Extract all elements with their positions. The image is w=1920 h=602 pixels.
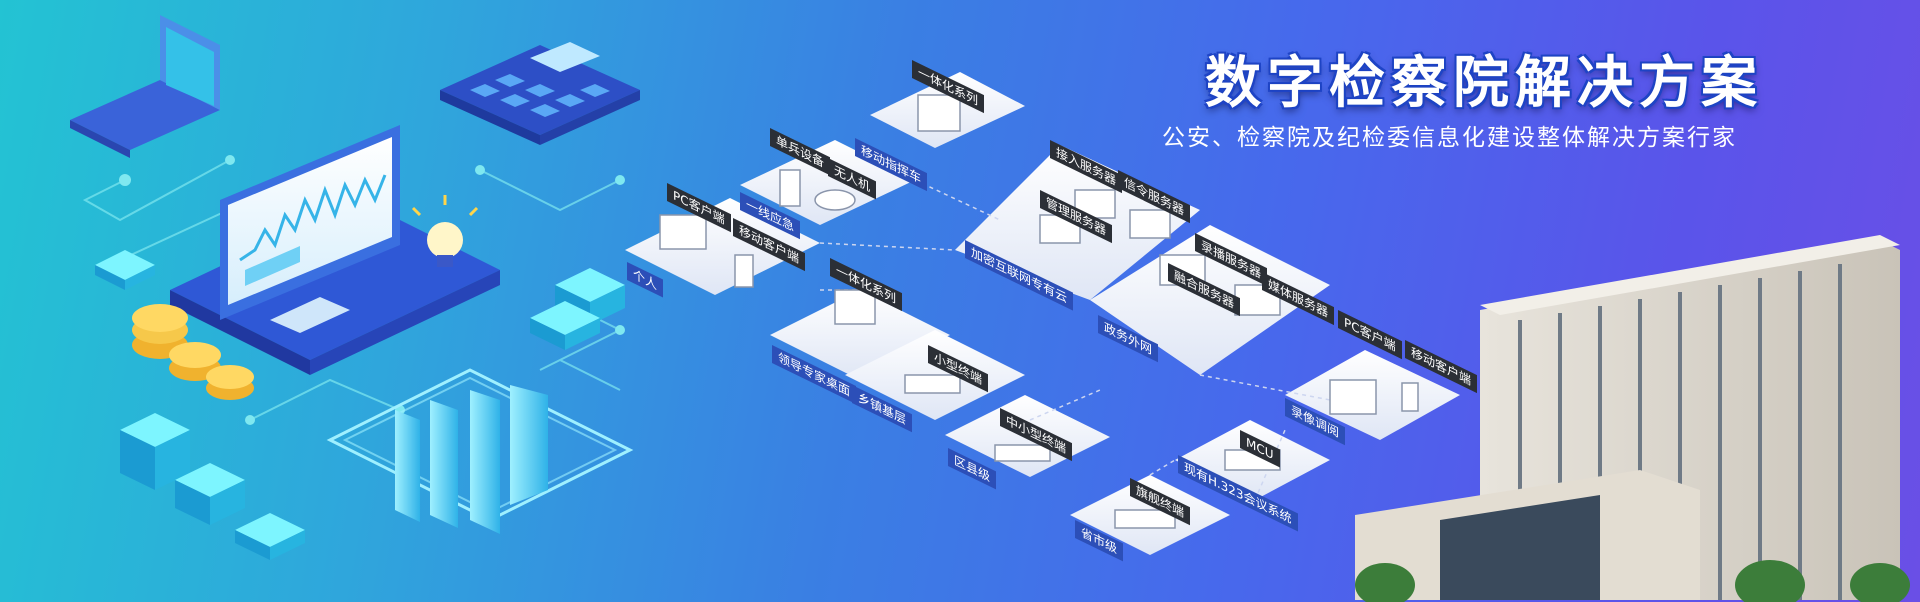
page-title: 数字检察院解决方案 — [1205, 50, 1763, 116]
pc-client-icon — [659, 214, 707, 250]
bar-chart-icon — [326, 368, 634, 534]
mobile-client-icon — [734, 254, 754, 288]
calculator-icon — [440, 42, 640, 145]
mid-small-terminal-icon — [994, 444, 1051, 462]
flagship-terminal-icon — [1114, 509, 1176, 529]
small-terminal-icon — [904, 374, 961, 394]
mobile-client-2-icon — [1401, 382, 1419, 412]
drone-icon — [814, 189, 856, 211]
circuit-node-icon — [119, 174, 131, 186]
monitor-workstation-icon — [170, 125, 500, 375]
integrated-terminal-2-icon — [834, 289, 876, 325]
coin-stack-icon — [132, 304, 254, 400]
laptop-icon — [70, 15, 220, 158]
chip-stack-icon — [95, 250, 155, 290]
page-subtitle: 公安、检察院及纪检委信息化建设整体解决方案行家 — [1162, 125, 1737, 151]
integrated-terminal-icon — [917, 94, 961, 132]
pc-client-2-icon — [1329, 379, 1377, 415]
single-soldier-icon — [779, 169, 801, 207]
light-bulb-icon — [411, 195, 479, 267]
procuratorate-building-image — [1355, 235, 1910, 602]
